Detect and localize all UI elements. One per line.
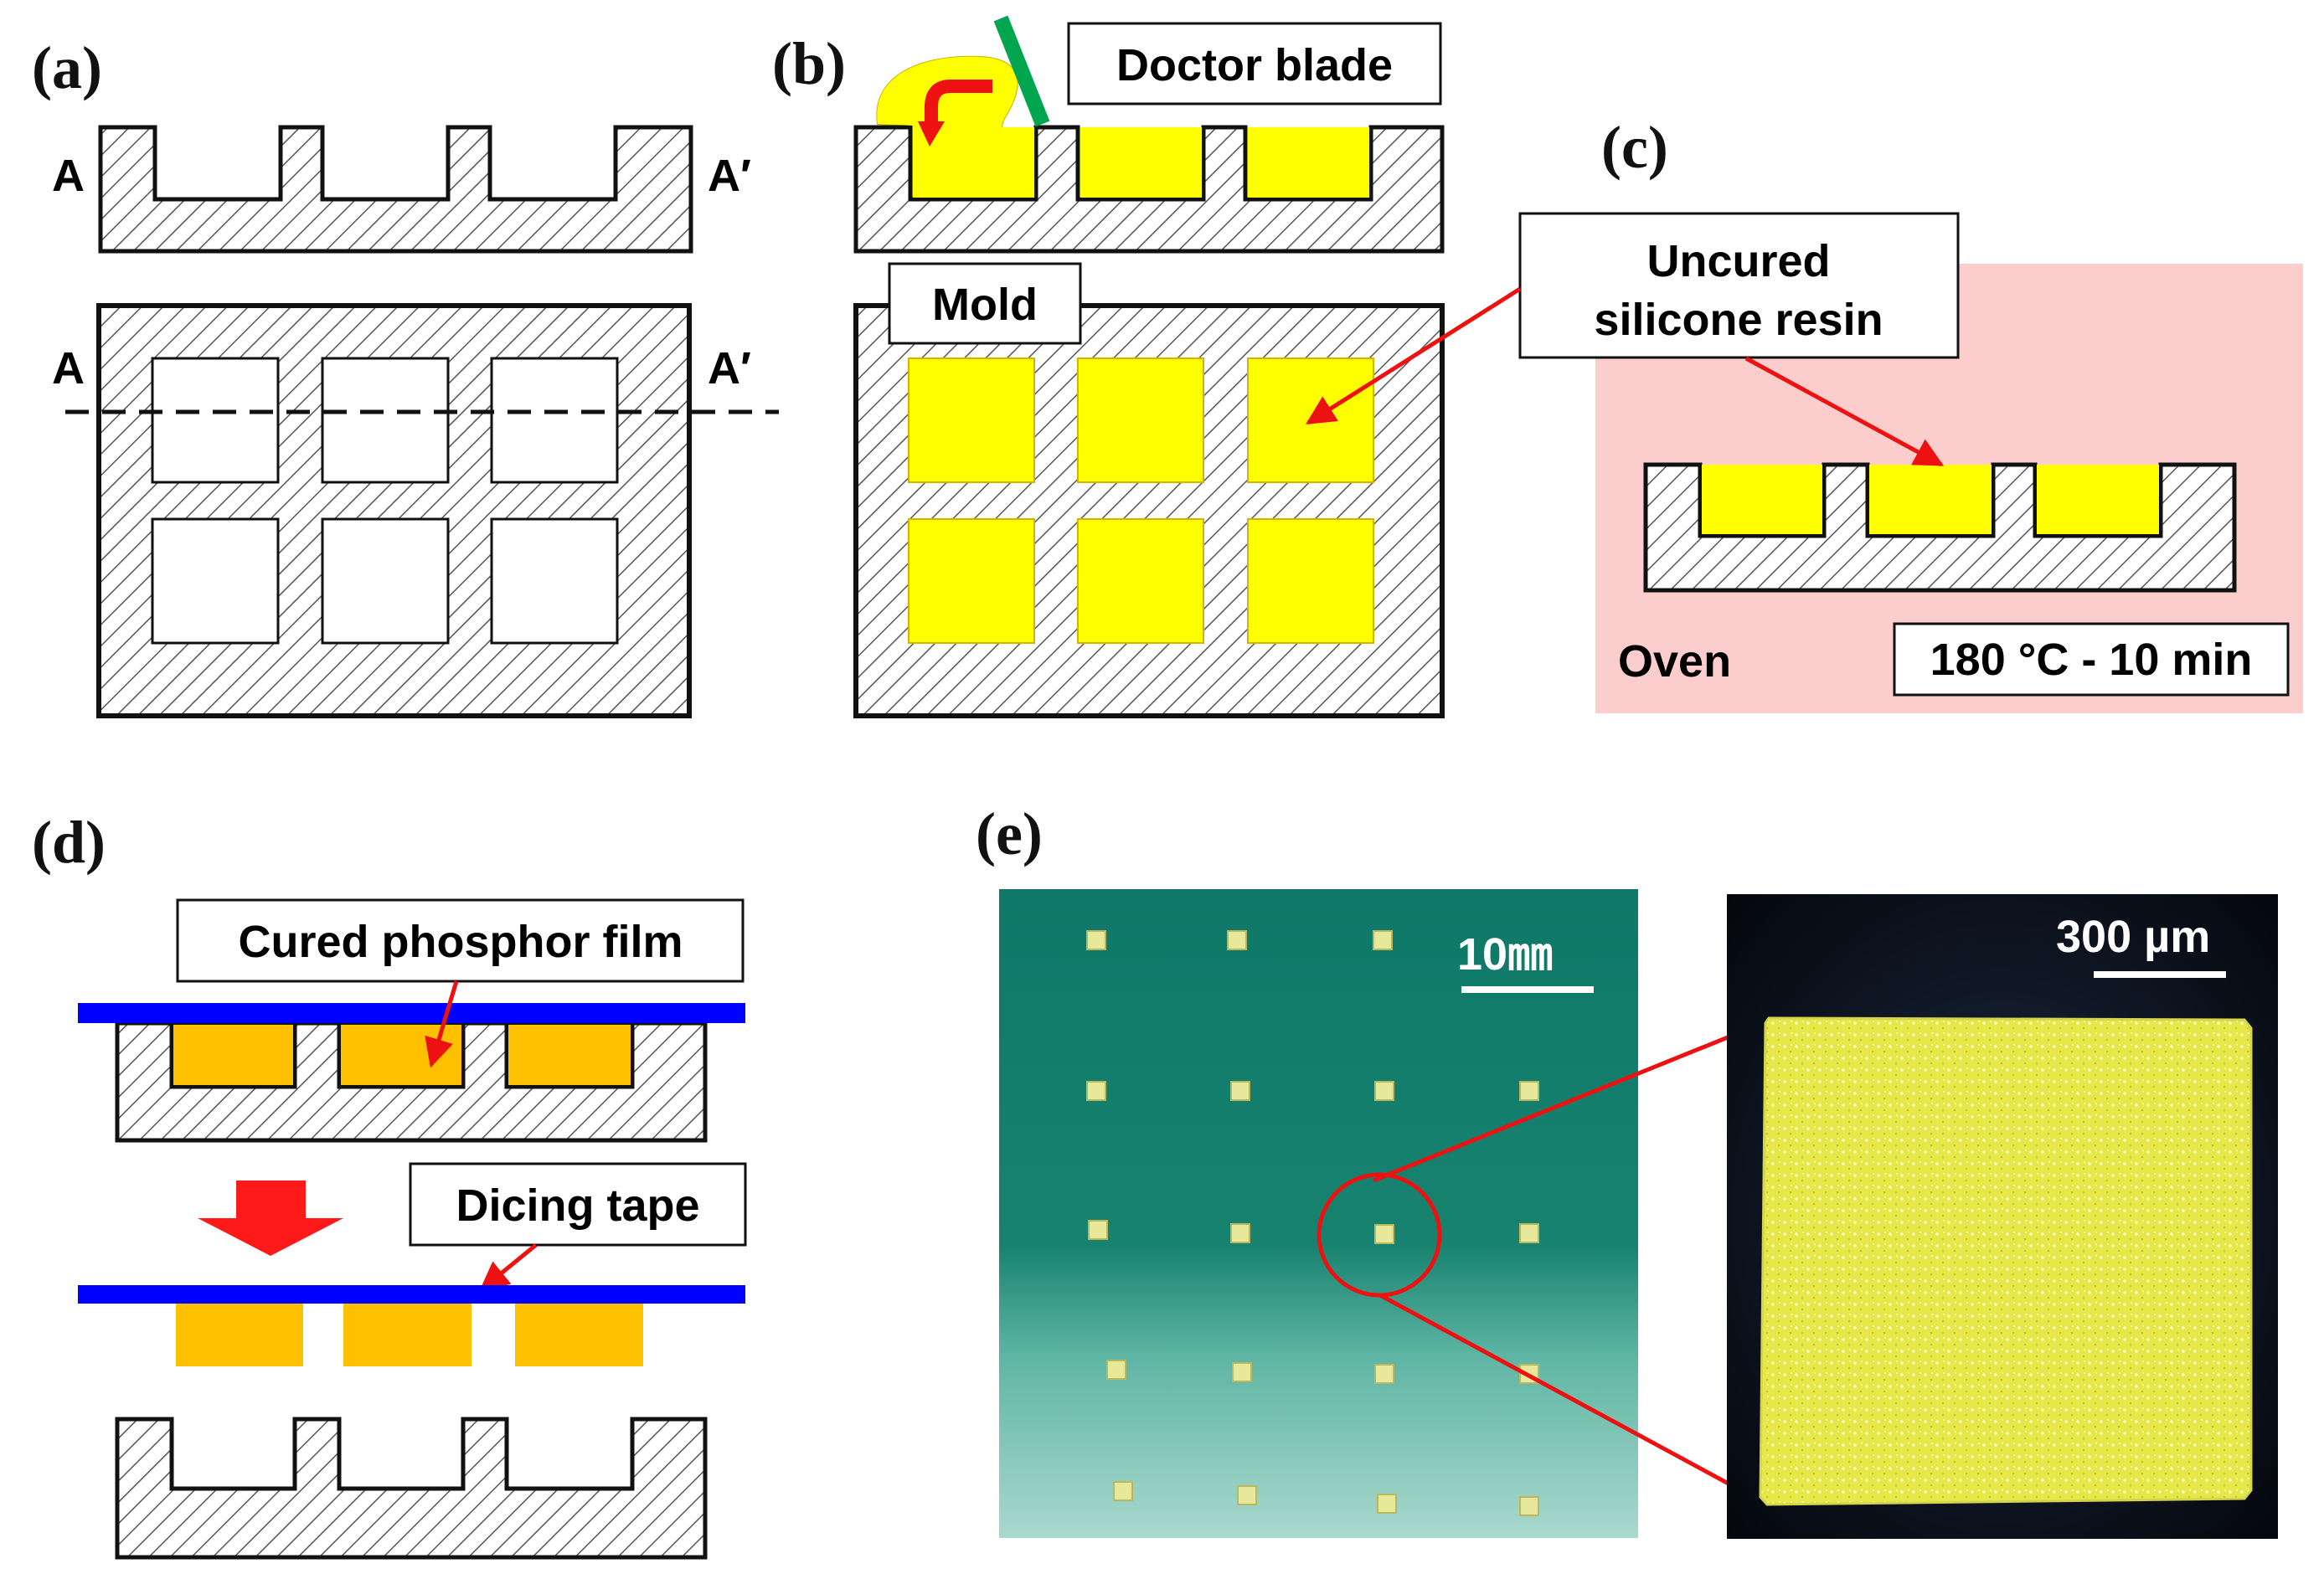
section-label-a-left: A xyxy=(52,151,85,201)
cavity xyxy=(151,517,280,645)
phosphor-dot xyxy=(1374,1364,1394,1384)
cavity xyxy=(151,357,280,484)
dicing-tape-arrow xyxy=(479,1243,538,1292)
phosphor-dot-grid xyxy=(1086,930,1539,1516)
cured-phosphor-film xyxy=(170,1021,296,1088)
filled-cavity xyxy=(1077,518,1204,644)
scale-bar-right xyxy=(2094,971,2226,978)
phosphor-dot xyxy=(1088,1220,1108,1240)
panel-b: (b) Doctor blade Mold xyxy=(772,15,1445,718)
cavity xyxy=(490,517,619,645)
released-film xyxy=(343,1304,471,1366)
phosphor-dot xyxy=(1086,930,1106,950)
cavity xyxy=(321,357,450,484)
panel-c: (c) Uncured silicone resin Oven 180 °C -… xyxy=(1306,114,2303,713)
spread-arrow xyxy=(925,80,992,126)
doctor-blade-callout-box xyxy=(1067,22,1442,105)
doctor-blade xyxy=(993,15,1050,127)
phosphor-dot xyxy=(1232,1362,1252,1382)
phosphor-dot xyxy=(1086,1081,1106,1101)
cure-condition-box xyxy=(1893,622,2290,697)
filled-cavity xyxy=(1247,518,1374,644)
panel-d: (d) Cured phosphor film Dicing tape xyxy=(32,809,747,1560)
section-label-a-top-right: A′ xyxy=(708,343,751,394)
phosphor-dot xyxy=(1227,930,1247,950)
oven-label: Oven xyxy=(1618,636,1731,687)
resin-filled-cavities-b xyxy=(908,357,1374,644)
spread-arrow-head xyxy=(918,121,945,147)
mold-cross-section-a xyxy=(98,125,693,254)
cavity xyxy=(490,357,619,484)
panel-a: (a) A A′ A A′ xyxy=(32,34,779,718)
zoom-circle xyxy=(1317,1172,1442,1298)
photo-array xyxy=(999,889,1638,1538)
section-label-a-right: A′ xyxy=(708,151,751,201)
cured-film-arrow xyxy=(425,980,459,1068)
phosphor-dot xyxy=(1230,1081,1250,1101)
panel-c-label: (c) xyxy=(1601,114,1668,181)
filled-cavity xyxy=(908,518,1035,644)
dicing-tape-top xyxy=(78,1003,745,1023)
scale-bar-left xyxy=(1461,986,1594,993)
phosphor-dot xyxy=(1237,1485,1257,1505)
uncured-arrow-to-section xyxy=(1744,356,1945,467)
phosphor-dot xyxy=(1106,1360,1126,1380)
panel-e: (e) 10㎜ xyxy=(976,800,2278,1539)
released-film xyxy=(515,1304,643,1366)
phosphor-dot xyxy=(1230,1223,1250,1243)
zoom-line-bottom xyxy=(1378,1293,1769,1507)
panel-b-label: (b) xyxy=(772,30,846,97)
phosphor-dot xyxy=(1519,1496,1539,1516)
doctor-blade-label: Doctor blade xyxy=(1116,40,1393,90)
cavity xyxy=(321,517,450,645)
mold-cross-section-b xyxy=(853,125,1445,254)
phosphor-dot xyxy=(1377,1494,1397,1514)
mold-callout-box xyxy=(888,262,1082,345)
cured-phosphor-film xyxy=(505,1021,634,1088)
cured-phosphor-films xyxy=(170,1021,634,1088)
dicing-tape-callout-box xyxy=(409,1162,747,1247)
dicing-tape-label: Dicing tape xyxy=(456,1180,699,1231)
transfer-down-arrow xyxy=(198,1180,343,1256)
uncured-resin-label-line1: Uncured xyxy=(1646,236,1830,286)
zoom-line-top xyxy=(1373,1021,1764,1183)
panel-d-label: (d) xyxy=(32,809,106,876)
uncured-resin-callout-box xyxy=(1518,212,1960,359)
dicing-tape-bottom xyxy=(78,1285,745,1304)
phosphor-dot xyxy=(1519,1081,1539,1101)
scale-label-left: 10㎜ xyxy=(1457,929,1553,980)
uncured-resin-c xyxy=(1698,465,2162,538)
mold-cross-section-d-bottom xyxy=(115,1417,708,1560)
section-label-a-top-left: A xyxy=(52,343,85,394)
scale-label-right: 300 µm xyxy=(2056,912,2210,962)
panel-e-label: (e) xyxy=(976,800,1043,867)
mold-cavities-a xyxy=(151,357,619,645)
uncured-arrow-to-top-view xyxy=(1306,286,1522,425)
phosphor-dot xyxy=(1519,1223,1539,1243)
phosphor-dot xyxy=(1373,930,1393,950)
phosphor-dot xyxy=(1374,1081,1394,1101)
filled-cavity xyxy=(1077,357,1204,483)
panel-a-label: (a) xyxy=(32,34,102,101)
phosphor-dot xyxy=(1374,1224,1394,1244)
cured-film-callout-box xyxy=(176,898,745,983)
phosphor-dot xyxy=(1113,1481,1133,1501)
uncured-resin-label-line2: silicone resin xyxy=(1594,295,1883,345)
cured-film-label: Cured phosphor film xyxy=(239,917,683,967)
filled-cavity xyxy=(908,357,1035,483)
released-film xyxy=(176,1304,303,1366)
released-phosphor-films xyxy=(176,1304,643,1366)
cured-phosphor-film xyxy=(338,1021,465,1088)
micrograph-phosphor-square xyxy=(1759,1016,2253,1506)
cure-condition-label: 180 °C - 10 min xyxy=(1930,635,2253,685)
mold-label: Mold xyxy=(932,280,1038,330)
